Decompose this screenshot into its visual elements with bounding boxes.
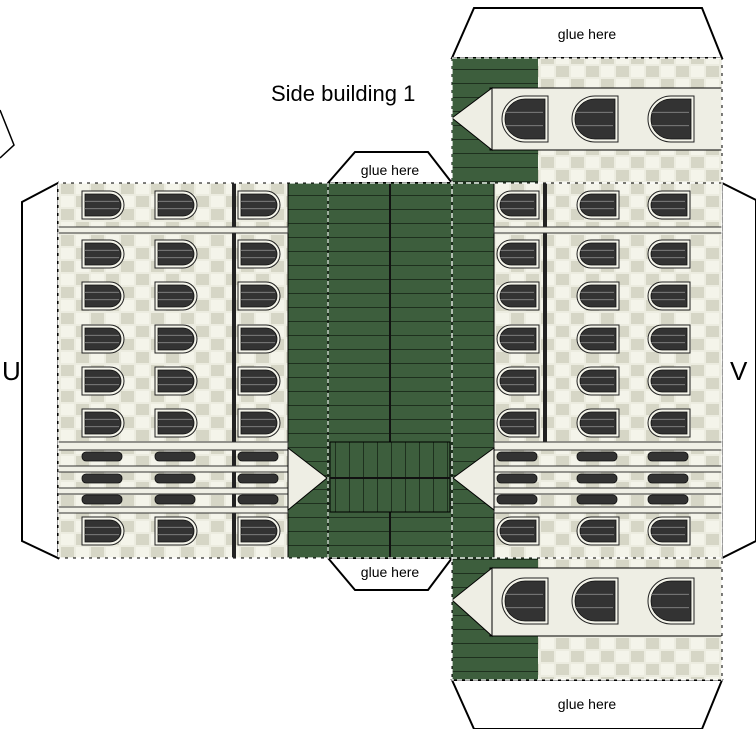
left-gable-triangle	[287, 446, 328, 512]
arched-window	[496, 366, 540, 396]
glue-label-top: glue here	[558, 26, 617, 42]
arched-window	[576, 190, 620, 220]
left-glue-flap	[21, 181, 59, 560]
slim-window	[647, 451, 689, 462]
slim-window	[647, 473, 689, 484]
arched-window	[154, 408, 198, 438]
glue-label-bottom: glue here	[558, 696, 617, 712]
arched-window	[81, 190, 125, 220]
side-building-label: Side building 1	[271, 81, 415, 106]
slim-window	[576, 473, 618, 484]
arched-window	[81, 281, 125, 311]
corner-mark	[0, 109, 15, 159]
arched-window	[496, 324, 540, 354]
arched-window	[154, 366, 198, 396]
arched-window	[496, 516, 540, 546]
arched-window	[647, 190, 691, 220]
arched-window	[576, 239, 620, 269]
arched-window	[571, 95, 619, 143]
right-windows	[496, 95, 695, 625]
arched-window	[576, 408, 620, 438]
arched-window	[647, 324, 691, 354]
slim-window	[647, 494, 689, 505]
arched-window	[154, 190, 198, 220]
arched-window	[647, 95, 695, 143]
arched-window	[496, 190, 540, 220]
arched-window	[81, 366, 125, 396]
glue-label-center-bottom: glue here	[361, 564, 420, 580]
arched-window	[237, 281, 281, 311]
left-wall-panel	[21, 181, 329, 560]
arched-window	[647, 281, 691, 311]
slim-window	[81, 494, 123, 505]
right-gable-triangle	[452, 447, 495, 512]
glue-label-center-top: glue here	[361, 162, 420, 178]
slim-window	[237, 494, 279, 505]
left-windows	[81, 190, 281, 546]
slim-window	[237, 473, 279, 484]
slim-window	[496, 494, 538, 505]
slim-window	[496, 451, 538, 462]
arched-window	[501, 95, 549, 143]
arched-window	[496, 239, 540, 269]
arched-window	[81, 516, 125, 546]
arched-window	[571, 577, 619, 625]
arched-window	[237, 366, 281, 396]
arched-window	[154, 239, 198, 269]
right-wall-panel	[450, 7, 756, 729]
arched-window	[81, 324, 125, 354]
arched-window	[237, 408, 281, 438]
arched-window	[647, 366, 691, 396]
slim-window	[154, 473, 196, 484]
panel-letter-u: U	[2, 356, 21, 386]
arched-window	[647, 408, 691, 438]
fold-lines	[57, 57, 723, 681]
arched-window	[647, 577, 695, 625]
arched-window	[154, 516, 198, 546]
arched-window	[647, 239, 691, 269]
slim-window	[496, 473, 538, 484]
arched-window	[647, 516, 691, 546]
arched-window	[81, 239, 125, 269]
panel-letter-v: V	[730, 356, 748, 386]
slim-window	[576, 451, 618, 462]
arched-window	[237, 516, 281, 546]
arched-window	[496, 281, 540, 311]
arched-window	[81, 408, 125, 438]
arched-window	[154, 324, 198, 354]
arched-window	[576, 324, 620, 354]
slim-window	[81, 473, 123, 484]
slim-window	[154, 494, 196, 505]
arched-window	[576, 281, 620, 311]
arched-window	[237, 324, 281, 354]
arched-window	[237, 239, 281, 269]
slim-window	[237, 451, 279, 462]
arched-window	[496, 408, 540, 438]
arched-window	[576, 516, 620, 546]
arched-window	[154, 281, 198, 311]
arched-window	[237, 190, 281, 220]
slim-window	[154, 451, 196, 462]
slim-window	[81, 451, 123, 462]
slim-window	[576, 494, 618, 505]
arched-window	[501, 577, 549, 625]
arched-window	[576, 366, 620, 396]
center-roof-panel	[325, 151, 455, 591]
